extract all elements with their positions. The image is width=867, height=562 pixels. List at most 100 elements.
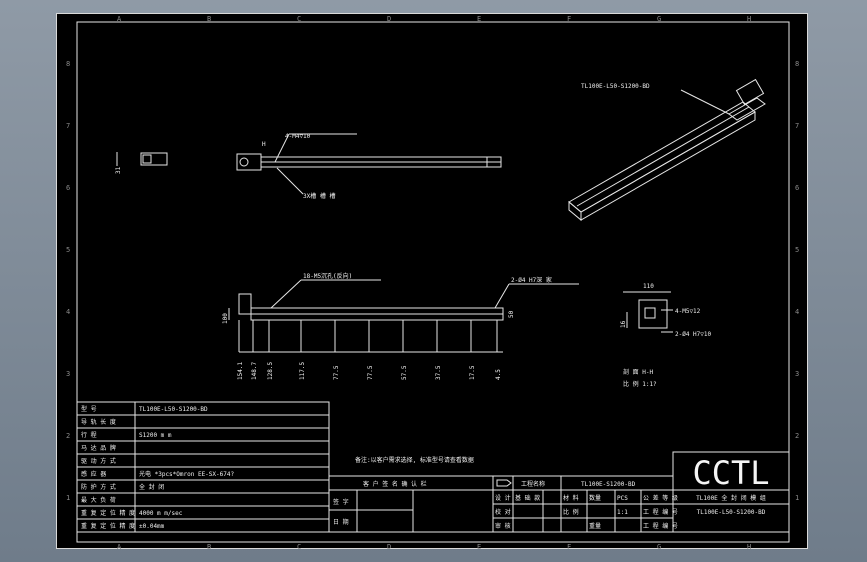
spec-row-label: 驱 动 方 式 <box>81 457 116 465</box>
grid-letter-top: G <box>657 15 661 23</box>
product-code: TL100E-L50-S1200-BD <box>697 509 766 516</box>
section-label: 剖 面 H-H <box>623 368 653 376</box>
scale-label-tb: 比 例 <box>563 508 579 516</box>
grid-letter-bottom: H <box>747 543 751 550</box>
spec-row-value: 光电 *3pcs*Omron EE-SX-674? <box>139 470 234 478</box>
scale-label: 比 例 1:1? <box>623 380 657 388</box>
dowel-spec: 2-Ø4 H7深 家 <box>511 276 552 284</box>
date-label: 日 期 <box>333 518 349 526</box>
row-label-2: 校 对 <box>495 508 511 516</box>
grid-number-left: 3 <box>66 370 70 378</box>
section-view: 110 16 4-M5▽12 2-Ø4 H7▽10 剖 面 H-H 比 例 1:… <box>620 283 712 388</box>
isometric-view: TL100E-L50-S1200-BD <box>568 78 766 222</box>
spec-row-label: 感 应 器 <box>81 470 106 478</box>
grid-letter-top: H <box>747 15 751 23</box>
drawing-number: TL100E-S1200-BD <box>581 481 636 488</box>
grid-number-left: 1 <box>66 494 70 502</box>
code-label: 公 差 等 级 <box>643 494 678 502</box>
grid-number-left: 5 <box>66 246 70 254</box>
grid-letter-bottom: C <box>297 543 301 550</box>
code-label-2: 工 程 编 号 <box>643 508 678 516</box>
grid-number-right: 7 <box>795 122 799 130</box>
grid-letter-bottom: A <box>117 543 122 550</box>
grid-letter-bottom: E <box>477 543 481 550</box>
grid-letter-top: A <box>117 15 122 23</box>
grid-number-left: 4 <box>66 308 70 316</box>
sign-label: 签 字 <box>333 498 349 506</box>
grid-top-letters: A B C D E F G H <box>117 15 751 23</box>
grid-letter-bottom: G <box>657 543 661 550</box>
bottom-dim-label: 117.5 <box>299 362 306 380</box>
top-view: H 4-M4▽10 3X槽 槽 槽 <box>236 133 502 200</box>
grid-letter-bottom: D <box>387 543 391 550</box>
product-name: TL100E 全 封 闭 模 组 <box>696 494 766 502</box>
side-hole-spec: 4-M5▽12 <box>675 308 701 315</box>
grid-letter-top: B <box>207 15 211 23</box>
grid-number-right: 6 <box>795 184 799 192</box>
grid-number-left: 6 <box>66 184 70 192</box>
spec-row-value: TL100E-L50-S1200-BD <box>139 406 208 413</box>
spec-row-label: 重 复 定 位 精 度 <box>81 522 135 530</box>
project-label: 工程名称 <box>521 480 545 488</box>
hole-spec-top: 4-M4▽10 <box>285 133 311 140</box>
grid-letter-bottom: B <box>207 543 211 550</box>
bottom-dim-label: 37.5 <box>435 365 442 380</box>
weight-label: 重量 <box>589 522 601 530</box>
spec-row-value: S1200 m m <box>139 432 172 439</box>
bottom-dim-label: 17.5 <box>469 365 476 380</box>
grid-number-right: 4 <box>795 308 799 316</box>
spec-row-label: 行 程 <box>81 431 97 439</box>
grid-letter-bottom: F <box>567 543 571 550</box>
spec-row-value: ±0.04mm <box>139 523 165 530</box>
company-logo: CCTL <box>692 454 769 492</box>
grid-number-right: 1 <box>795 494 799 502</box>
grid-letter-top: D <box>387 15 391 23</box>
note: 备注:以客户需求选择, 标准型号请查看数据 <box>355 456 474 464</box>
grid-number-left: 2 <box>66 432 70 440</box>
value-ratio: 1:1 <box>617 509 628 516</box>
end-view-small: 31 <box>115 152 168 174</box>
grid-number-left: 7 <box>66 122 70 130</box>
grid-letter-top: C <box>297 15 301 23</box>
tapped-holes-label: 18-M5沉孔(反向) <box>303 272 352 280</box>
dim-31: 31 <box>115 166 122 174</box>
dim-H: H <box>262 141 266 148</box>
code-label-3: 工 程 编 号 <box>643 522 678 530</box>
value-pcs: PCS <box>617 495 628 502</box>
dim-110: 110 <box>643 283 654 290</box>
grid-bottom-letters: A B C D E F G H <box>117 543 751 551</box>
dim-50: 50 <box>508 310 515 318</box>
bottom-dim-label: 128.5 <box>267 362 274 380</box>
spec-row-label: 重 复 定 位 精 度 <box>81 509 135 517</box>
quantity-label: 数量 <box>589 494 601 502</box>
customer-confirm-title: 客 户 签 名 确 认 栏 <box>363 480 427 488</box>
title-block: 工程名称 TL100E-S1200-BD 设 计 校 对 审 核 材 料 数量 … <box>492 475 678 533</box>
slot-label: 3X槽 槽 槽 <box>303 192 335 200</box>
spec-row-label: 最 大 负 荷 <box>81 496 116 504</box>
grid-number-right: 2 <box>795 432 799 440</box>
value-base: 基 础 款 <box>515 494 540 502</box>
customer-confirm: 客 户 签 名 确 认 栏 签 字 日 期 <box>328 475 494 533</box>
bottom-dim-label: 4.5 <box>495 369 502 380</box>
side-dowel-spec: 2-Ø4 H7▽10 <box>675 331 712 338</box>
inner-border <box>76 21 790 543</box>
bottom-dim-label: 77.5 <box>367 365 374 380</box>
grid-letter-top: E <box>477 15 481 23</box>
front-view: 100 18-M5沉孔(反向) 2-Ø4 H7深 家 50 <box>222 272 579 353</box>
part-callout: TL100E-L50-S1200-BD <box>581 83 650 90</box>
company-block: CCTL TL100E 全 封 闭 模 组 TL100E-L50-S1200-B… <box>672 451 790 533</box>
spec-row-value: 全 封 闭 <box>139 483 164 491</box>
spec-row-label: 防 护 方 式 <box>81 483 116 491</box>
bottom-dim-label: 77.5 <box>333 365 340 380</box>
row-label-3: 审 核 <box>495 522 511 530</box>
spec-row-label: 马 达 品 牌 <box>81 444 116 452</box>
grid-number-right: 3 <box>795 370 799 378</box>
grid-letter-top: F <box>567 15 571 23</box>
material-label: 材 料 <box>563 494 579 502</box>
bottom-dim-label: 148.7 <box>251 362 258 380</box>
bottom-dim-label: 154.1 <box>237 362 244 380</box>
